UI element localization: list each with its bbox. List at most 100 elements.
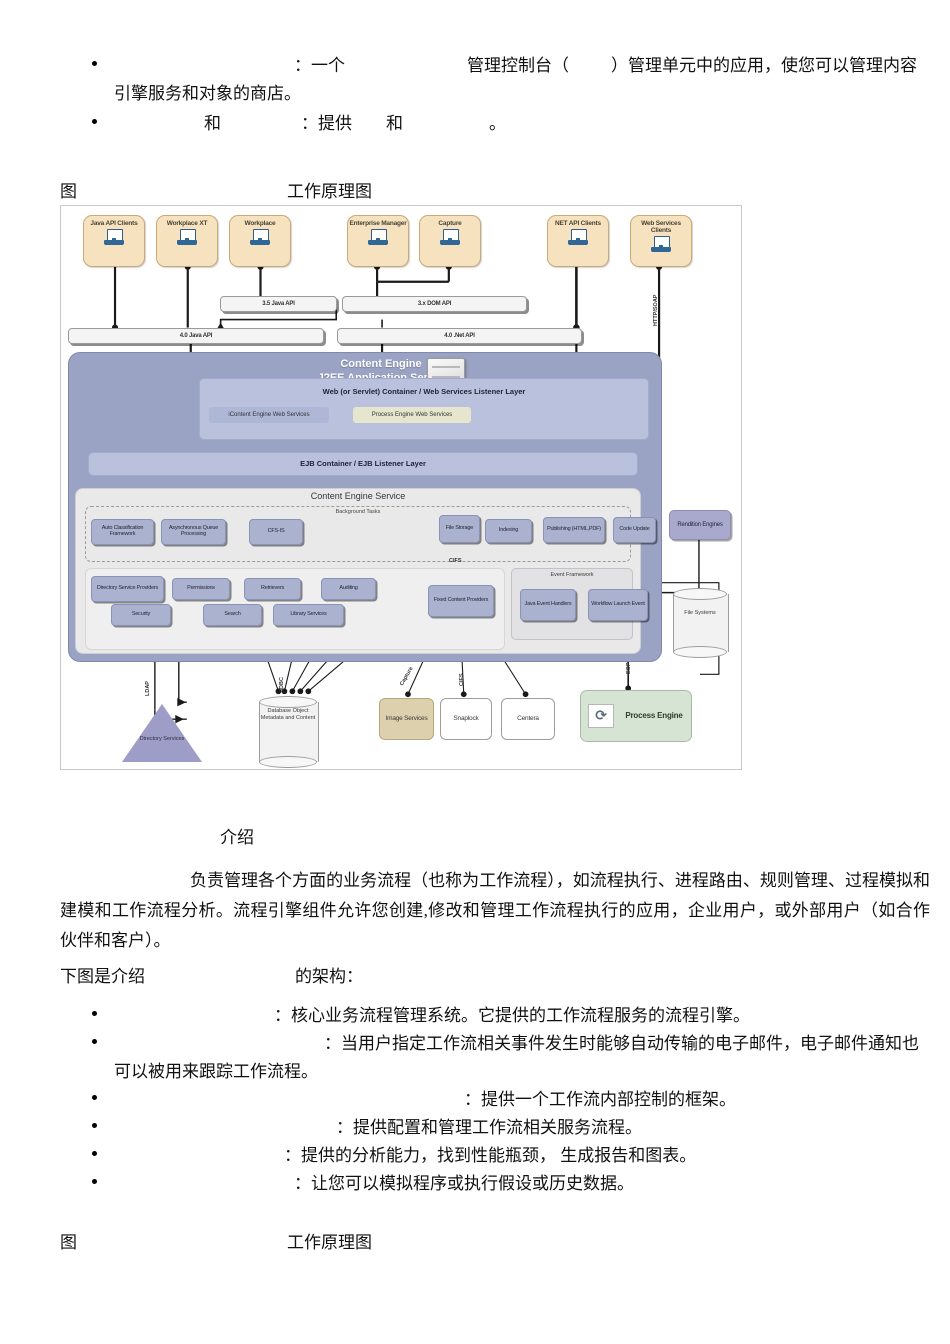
figure-caption-1: 图 工作原理图 <box>60 177 372 202</box>
service-search: Search <box>203 604 262 626</box>
client-web-services-clients: Web Services Clients <box>630 215 692 267</box>
ejb-layer-label: EJB Container / EJB Listener Layer <box>300 459 426 468</box>
client-java-api-clients: Java API Clients <box>83 215 145 267</box>
bullet-text: ：当用户指定工作流相关事件发生时能够自动传输的电子邮件，电子邮件通知也可以被用来… <box>114 1034 919 1081</box>
api-bar-label: 3.5 Java API <box>262 300 295 307</box>
edge-label-http-soap: HTTP/SOAP <box>653 294 659 326</box>
bullet-text: ：提供的分析能力，找到性能瓶颈， 生成报告和图表。 <box>284 1146 697 1165</box>
intro-paragraph-text: 负责管理各个方面的业务流程（也称为工作流程），如流程执行、进程路由、规则管理、过… <box>60 871 930 950</box>
bullet-text: ：提供配置和管理工作流相关服务流程。 <box>336 1118 642 1137</box>
store-image-services: Image Services <box>379 698 434 740</box>
service-directory-service-providers: Directory Service Providers <box>91 576 164 602</box>
edge-label-jdbc: JDBC <box>279 677 285 692</box>
computer-icon <box>368 229 388 246</box>
client-label: NET API Clients <box>555 220 601 227</box>
ws-content-engine: iContent Engine Web Services <box>209 407 329 423</box>
process-engine-label: Process Engine <box>625 710 683 720</box>
computer-icon <box>651 236 671 253</box>
client-label: Workplace XT <box>166 220 208 227</box>
list-item-text: 和：提供和。 <box>92 110 928 138</box>
lead-in-before: 下图是介绍 <box>60 967 145 986</box>
figure-label: 图 <box>60 182 77 201</box>
bullet-dot <box>92 1179 97 1184</box>
bullet-seg: ）管理单元中的应用，使您可以管理内容引擎服务和对象的商店。 <box>114 56 917 103</box>
figure-title: 工作原理图 <box>287 182 372 201</box>
section-heading: 介绍 <box>60 823 254 848</box>
api-bar-40-java: 4.0 Java API <box>68 328 324 344</box>
list-item: ：让您可以模拟程序或执行假设或历史数据。 <box>92 1170 928 1198</box>
lead-in-line: 下图是介绍 的架构： <box>60 963 363 991</box>
api-bar-label: 4.0 .Net API <box>444 332 475 339</box>
client-label: Enterprise Manager <box>349 220 407 227</box>
section-heading-text: 介绍 <box>220 828 254 847</box>
edge-label-cifs-lower: CIFS <box>459 673 465 686</box>
client-workplace-xt: Workplace XT <box>156 215 218 267</box>
file-systems-store: File Systems <box>673 588 729 658</box>
bullet-seg: 和 <box>386 114 403 133</box>
recycle-icon: ⟳ <box>588 704 614 728</box>
bullet-dot <box>92 1151 97 1156</box>
task-indexing: Indexing <box>485 519 532 543</box>
list-item-text: ：一个 管理控制台（）管理单元中的应用，使您可以管理内容引擎服务和对象的商店。 <box>92 52 928 108</box>
list-item: ：提供一个工作流内部控制的框架。 <box>92 1086 928 1114</box>
api-bar-35-java: 3.5 Java API <box>220 296 337 312</box>
top-bullet-list: ：一个 管理控制台（）管理单元中的应用，使您可以管理内容引擎服务和对象的商店。 和… <box>92 52 928 138</box>
api-bar-3x-dom: 3.x DOM API <box>342 296 527 312</box>
service-library-services: Library Services <box>273 604 344 626</box>
content-engine-diagram: Java API Clients Workplace XT Workplace … <box>61 206 741 769</box>
figure-caption-2: 图 工作原理图 <box>60 1228 372 1253</box>
service-fixed-content-providers: Fixed Content Providers <box>428 585 494 617</box>
figure-label: 图 <box>60 1233 77 1252</box>
list-item-text: ：让您可以模拟程序或执行假设或历史数据。 <box>92 1170 928 1198</box>
event-workflow-launch-event: Workflow Launch Event <box>588 589 648 621</box>
task-publishing: Publishing (HTML,PDF) <box>543 517 605 543</box>
process-engine: ⟳ Process Engine <box>580 690 692 742</box>
task-file-storage: File Storage <box>439 515 480 543</box>
rendition-engines: Rendition Engines <box>669 510 731 540</box>
web-layer-label: Web (or Servlet) Container / Web Service… <box>322 387 526 396</box>
client-label: Workplace <box>244 220 276 227</box>
api-bar-label: 4.0 Java API <box>179 332 213 339</box>
list-item: ：一个 管理控制台（）管理单元中的应用，使您可以管理内容引擎服务和对象的商店。 <box>92 52 928 108</box>
task-code-update: Code Update <box>613 517 656 543</box>
api-bar-40-net: 4.0 .Net API <box>337 328 582 344</box>
edge-label-cifs-upper: CIFS <box>449 558 462 564</box>
list-item-text: ：提供的分析能力，找到性能瓶颈， 生成报告和图表。 <box>92 1142 928 1170</box>
bullet-seg: 管理控制台（ <box>467 56 569 75</box>
list-item-text: ：提供一个工作流内部控制的框架。 <box>92 1086 928 1114</box>
background-tasks-label: Background Tasks <box>335 509 381 515</box>
client-label: Web Services Clients <box>641 220 681 235</box>
edge-label-capture: Capture <box>399 666 415 687</box>
bullet-text: ：核心业务流程管理系统。它提供的工作流程服务的流程引擎。 <box>274 1006 750 1025</box>
bullet-dot <box>92 1039 97 1044</box>
figure-title: 工作原理图 <box>287 1233 372 1252</box>
computer-icon <box>104 229 124 246</box>
ws-process-engine: Process Engine Web Services <box>353 407 471 423</box>
task-asynchronous-queue-processing: Asynchronous Queue Processing <box>161 519 226 545</box>
service-permissions: Permissions <box>172 578 230 600</box>
bullet-seg: ：一个 <box>294 56 345 75</box>
edge-label-eop: EOP <box>626 662 632 674</box>
list-item: ：提供的分析能力，找到性能瓶颈， 生成报告和图表。 <box>92 1142 928 1170</box>
database-label: Database Object Metadata and Content <box>260 708 316 722</box>
client-enterprise-manager: Enterprise Manager <box>347 215 409 267</box>
database-store: Database Object Metadata and Content <box>259 696 319 768</box>
bullet-text: ：让您可以模拟程序或执行假设或历史数据。 <box>294 1174 634 1193</box>
bullet-text: ：提供一个工作流内部控制的框架。 <box>464 1090 736 1109</box>
event-framework-label: Event Framework <box>550 572 594 578</box>
file-systems-label: File Systems <box>684 610 716 616</box>
client-label: Java API Clients <box>90 220 138 227</box>
computer-icon <box>568 229 588 246</box>
lead-in-after: 的架构： <box>295 967 363 986</box>
api-bar-label: 3.x DOM API <box>417 300 452 307</box>
intro-paragraph: 负责管理各个方面的业务流程（也称为工作流程），如流程执行、进程路由、规则管理、过… <box>60 866 930 956</box>
ce-title-line1: Content Engine <box>340 358 422 370</box>
service-retrievers: Retrievers <box>244 578 301 600</box>
list-item-text: ：核心业务流程管理系统。它提供的工作流程服务的流程引擎。 <box>92 1002 928 1030</box>
bullet-dot <box>92 1095 97 1100</box>
bullet-dot <box>92 1011 97 1016</box>
computer-icon <box>250 229 270 246</box>
service-security: Security <box>111 604 171 626</box>
client-label: Capture <box>438 220 462 227</box>
